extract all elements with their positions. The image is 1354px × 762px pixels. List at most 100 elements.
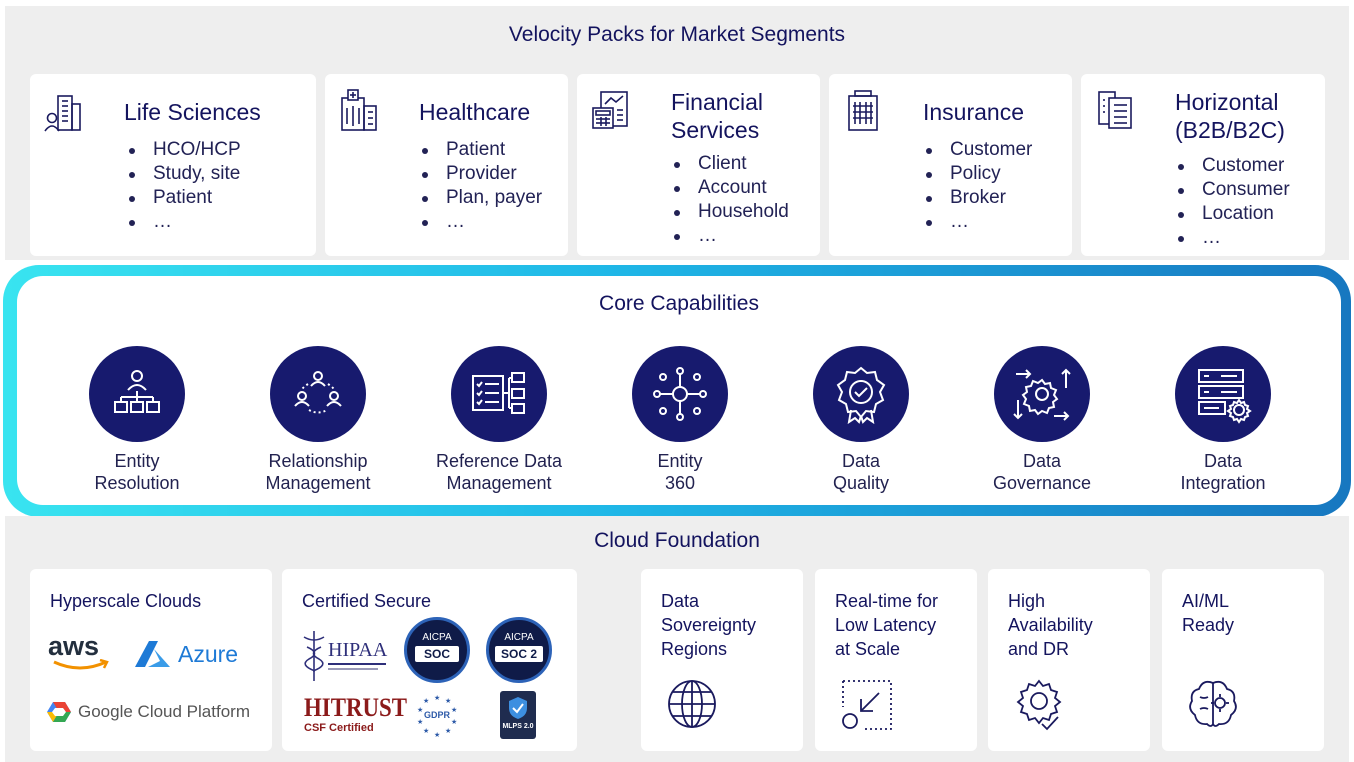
segment-card-life-sciences: Life Sciences HCO/HCP Study, site Patien… (30, 74, 316, 256)
svg-text:★: ★ (417, 706, 423, 714)
svg-text:★: ★ (417, 718, 423, 726)
feature-card-real-time: Real-time for Low Latency at Scale (815, 569, 977, 751)
list-item: Patient (126, 186, 241, 210)
list-item: Study, site (126, 162, 241, 186)
list-item: Plan, payer (419, 186, 542, 210)
office-building-icon (848, 90, 878, 131)
segment-title: Insurance (923, 99, 1025, 125)
gcp-icon (47, 702, 71, 722)
svg-text:★: ★ (445, 697, 451, 705)
card-title: High Availability and DR (1008, 591, 1093, 659)
svg-text:★: ★ (451, 706, 457, 714)
governance-gear-icon (994, 346, 1090, 442)
list-item: … (923, 210, 1032, 234)
hyperscale-clouds-card: Hyperscale Clouds aws Azure Go (30, 569, 272, 751)
caduceus-icon (303, 631, 325, 681)
svg-text:★: ★ (423, 697, 429, 705)
velocity-packs-title: Velocity Packs for Market Segments (508, 23, 846, 46)
azure-icon (135, 641, 170, 667)
hierarchy-icon (89, 346, 185, 442)
building-person-icon (44, 95, 81, 132)
list-item: … (1175, 226, 1290, 250)
card-title: Real-time for Low Latency at Scale (835, 591, 939, 659)
segment-items: Customer Consumer Location … (1175, 154, 1290, 250)
card-title: Hyperscale Clouds (50, 591, 202, 611)
card-title: AI/ML Ready (1182, 591, 1235, 635)
document-list-icon (1098, 91, 1132, 129)
segment-card-insurance: Insurance Customer Policy Broker … (829, 74, 1072, 256)
list-item: HCO/HCP (126, 138, 241, 162)
list-item: Policy (923, 162, 1032, 186)
list-item: … (671, 224, 789, 248)
hospital-icon (341, 89, 377, 131)
list-item: … (419, 210, 542, 234)
list-item: Customer (923, 138, 1032, 162)
hitrust-logo: HITRUST CSF Certified (304, 693, 408, 735)
segment-items: Client Account Household … (671, 152, 789, 248)
velocity-packs-section: Velocity Packs for Market Segments Life … (5, 6, 1349, 260)
brain-gear-icon (1189, 680, 1237, 727)
list-item: Broker (923, 186, 1032, 210)
list-item: Client (671, 152, 789, 176)
card-title: Certified Secure (302, 591, 432, 611)
aws-logo: aws (48, 631, 118, 673)
list-item: Customer (1175, 154, 1290, 178)
shield-icon (509, 697, 527, 719)
core-capabilities-title: Core Capabilities (599, 292, 759, 315)
segment-items: Patient Provider Plan, payer … (419, 138, 542, 234)
svg-text:★: ★ (423, 727, 429, 735)
svg-text:★: ★ (434, 731, 440, 739)
segment-card-horizontal: Horizontal(B2B/B2C) Customer Consumer Lo… (1081, 74, 1325, 256)
list-item: Household (671, 200, 789, 224)
gdpr-badge: ★★★★ ★★★★ ★★ GDPR (414, 693, 460, 739)
hub-network-icon (632, 346, 728, 442)
segment-title: Healthcare (419, 99, 531, 125)
gear-check-icon (1016, 679, 1062, 731)
segment-card-healthcare: Healthcare Patient Provider Plan, payer … (325, 74, 568, 256)
segment-items: HCO/HCP Study, site Patient … (126, 138, 241, 234)
aicpa-soc2-badge: AICPA SOC 2 (486, 617, 552, 683)
list-item: Consumer (1175, 178, 1290, 202)
people-cycle-icon (270, 346, 366, 442)
segment-title: Life Sciences (124, 99, 261, 125)
list-item: Provider (419, 162, 542, 186)
feature-card-high-availability: High Availability and DR (988, 569, 1150, 751)
svg-text:★: ★ (445, 727, 451, 735)
cloud-foundation-section: Cloud Foundation Hyperscale Clouds aws A… (5, 516, 1349, 762)
svg-text:★: ★ (451, 718, 457, 726)
svg-text:★: ★ (434, 694, 440, 702)
list-item: Location (1175, 202, 1290, 226)
list-item: Account (671, 176, 789, 200)
aws-smile-icon (53, 659, 109, 670)
card-title: Data Sovereignty Regions (661, 591, 757, 659)
globe-icon (668, 680, 716, 728)
finance-calculator-icon (592, 91, 628, 129)
certified-secure-card: Certified Secure HIPAA AICPA SOC AICPA S… (282, 569, 577, 751)
list-item: Patient (419, 138, 542, 162)
list-tree-icon (451, 346, 547, 442)
feature-card-data-sovereignty: Data Sovereignty Regions (641, 569, 803, 751)
arrow-in-icon (842, 680, 892, 730)
segment-title: Horizontal(B2B/B2C) (1175, 89, 1285, 143)
eu-stars-icon: ★★★★ ★★★★ ★★ (417, 694, 457, 739)
hipaa-logo: HIPAA (302, 627, 390, 685)
feature-card-ai-ml: AI/ML Ready (1162, 569, 1324, 751)
list-item: … (126, 210, 241, 234)
mlps-badge: MLPS 2.0 (500, 691, 536, 739)
segment-items: Customer Policy Broker … (923, 138, 1032, 234)
cloud-foundation-title: Cloud Foundation (594, 529, 760, 552)
aicpa-soc-badge: AICPA SOC (404, 617, 470, 683)
quality-badge-icon (813, 346, 909, 442)
